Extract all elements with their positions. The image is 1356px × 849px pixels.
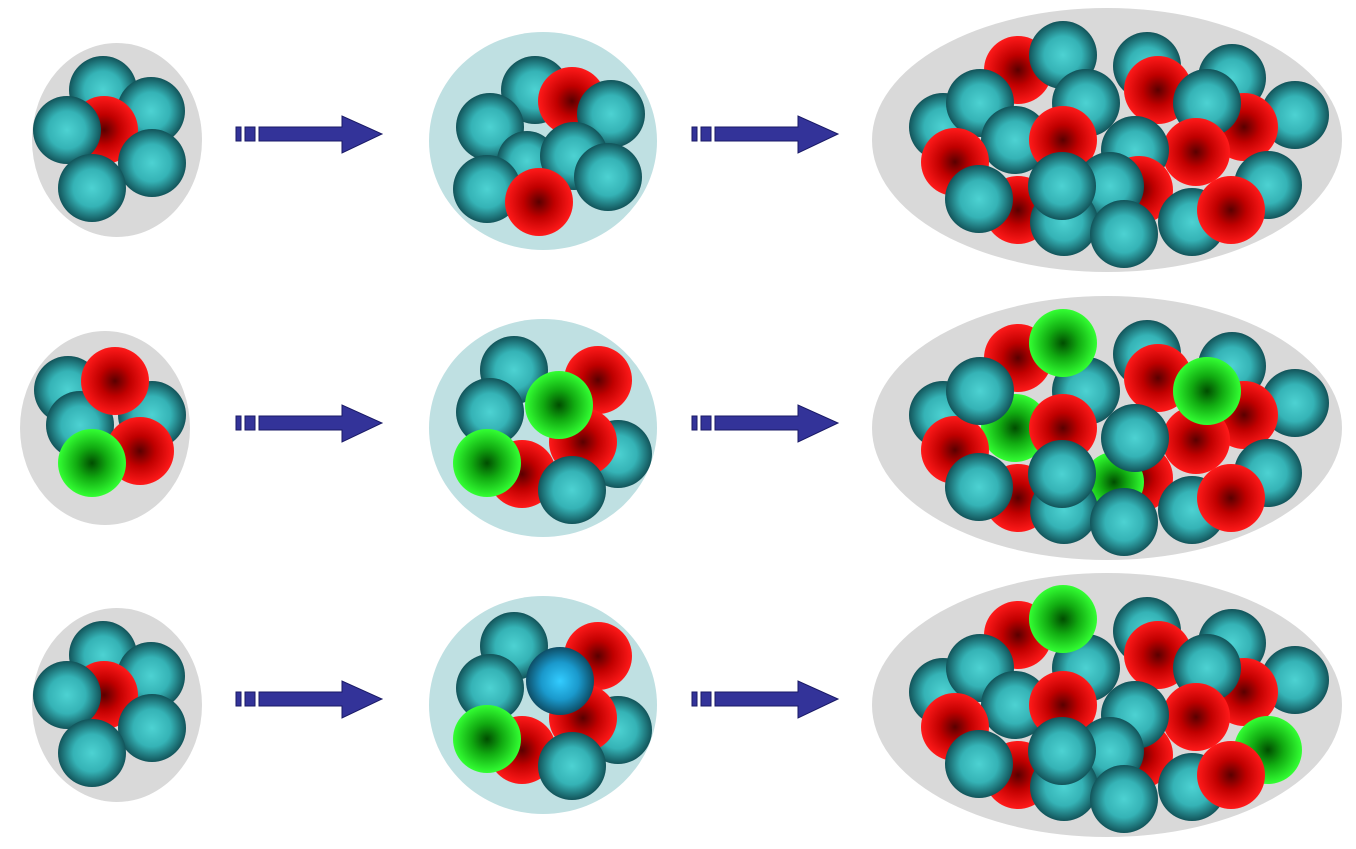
medium-cluster [429, 319, 657, 537]
particle-red [1197, 464, 1265, 532]
particles [909, 21, 1329, 268]
particle-teal [58, 154, 126, 222]
particle-teal [453, 155, 521, 223]
large-cluster [872, 296, 1342, 560]
particle-red [505, 168, 573, 236]
particle-teal [1028, 440, 1096, 508]
particle-green [58, 429, 126, 497]
particle-teal [1261, 369, 1329, 437]
particle-green [1029, 585, 1097, 653]
particle-teal [33, 661, 101, 729]
particle-green [1173, 357, 1241, 425]
particle-teal [1261, 81, 1329, 149]
particle-teal [981, 106, 1049, 174]
small-cluster [32, 608, 202, 802]
particles [453, 612, 652, 800]
particles [909, 309, 1329, 556]
particle-green [453, 705, 521, 773]
arrow [691, 115, 840, 154]
particle-teal [58, 719, 126, 787]
particle-green [525, 371, 593, 439]
particle-teal [574, 143, 642, 211]
particle-teal [118, 694, 186, 762]
arrow [235, 115, 384, 154]
particles [909, 585, 1329, 833]
particle-teal [1090, 200, 1158, 268]
particle-red [1162, 683, 1230, 751]
row-2 [20, 296, 1342, 560]
particle-teal [456, 654, 524, 722]
particle-blue [526, 647, 594, 715]
particle-teal [946, 357, 1014, 425]
particle-teal [981, 671, 1049, 739]
particle-teal [1090, 488, 1158, 556]
arrow [691, 680, 840, 719]
row-1 [32, 8, 1342, 272]
particle-red [1197, 176, 1265, 244]
particle-teal [945, 453, 1013, 521]
particle-red [1197, 741, 1265, 809]
particle-red [1162, 118, 1230, 186]
particle-teal [33, 96, 101, 164]
particles [33, 56, 186, 222]
row-3 [32, 573, 1342, 837]
particle-green [1029, 309, 1097, 377]
medium-cluster [429, 32, 657, 250]
arrow [235, 680, 384, 719]
large-cluster [872, 573, 1342, 837]
arrow [235, 404, 384, 443]
particle-red [81, 347, 149, 415]
small-cluster [32, 43, 202, 237]
particles [453, 56, 645, 236]
particle-teal [1101, 404, 1169, 472]
particles [34, 347, 186, 497]
particle-teal [945, 165, 1013, 233]
particle-green [453, 429, 521, 497]
medium-cluster [429, 596, 657, 814]
particle-teal [1028, 717, 1096, 785]
small-cluster [20, 331, 190, 525]
particle-teal [1090, 765, 1158, 833]
particles [453, 336, 652, 524]
particle-teal [1028, 152, 1096, 220]
particle-teal [538, 732, 606, 800]
particle-teal [945, 730, 1013, 798]
particle-teal [538, 456, 606, 524]
particles [33, 621, 186, 787]
particle-teal [456, 378, 524, 446]
particle-teal [1261, 646, 1329, 714]
arrow [691, 404, 840, 443]
large-cluster [872, 8, 1342, 272]
particle-teal [118, 129, 186, 197]
